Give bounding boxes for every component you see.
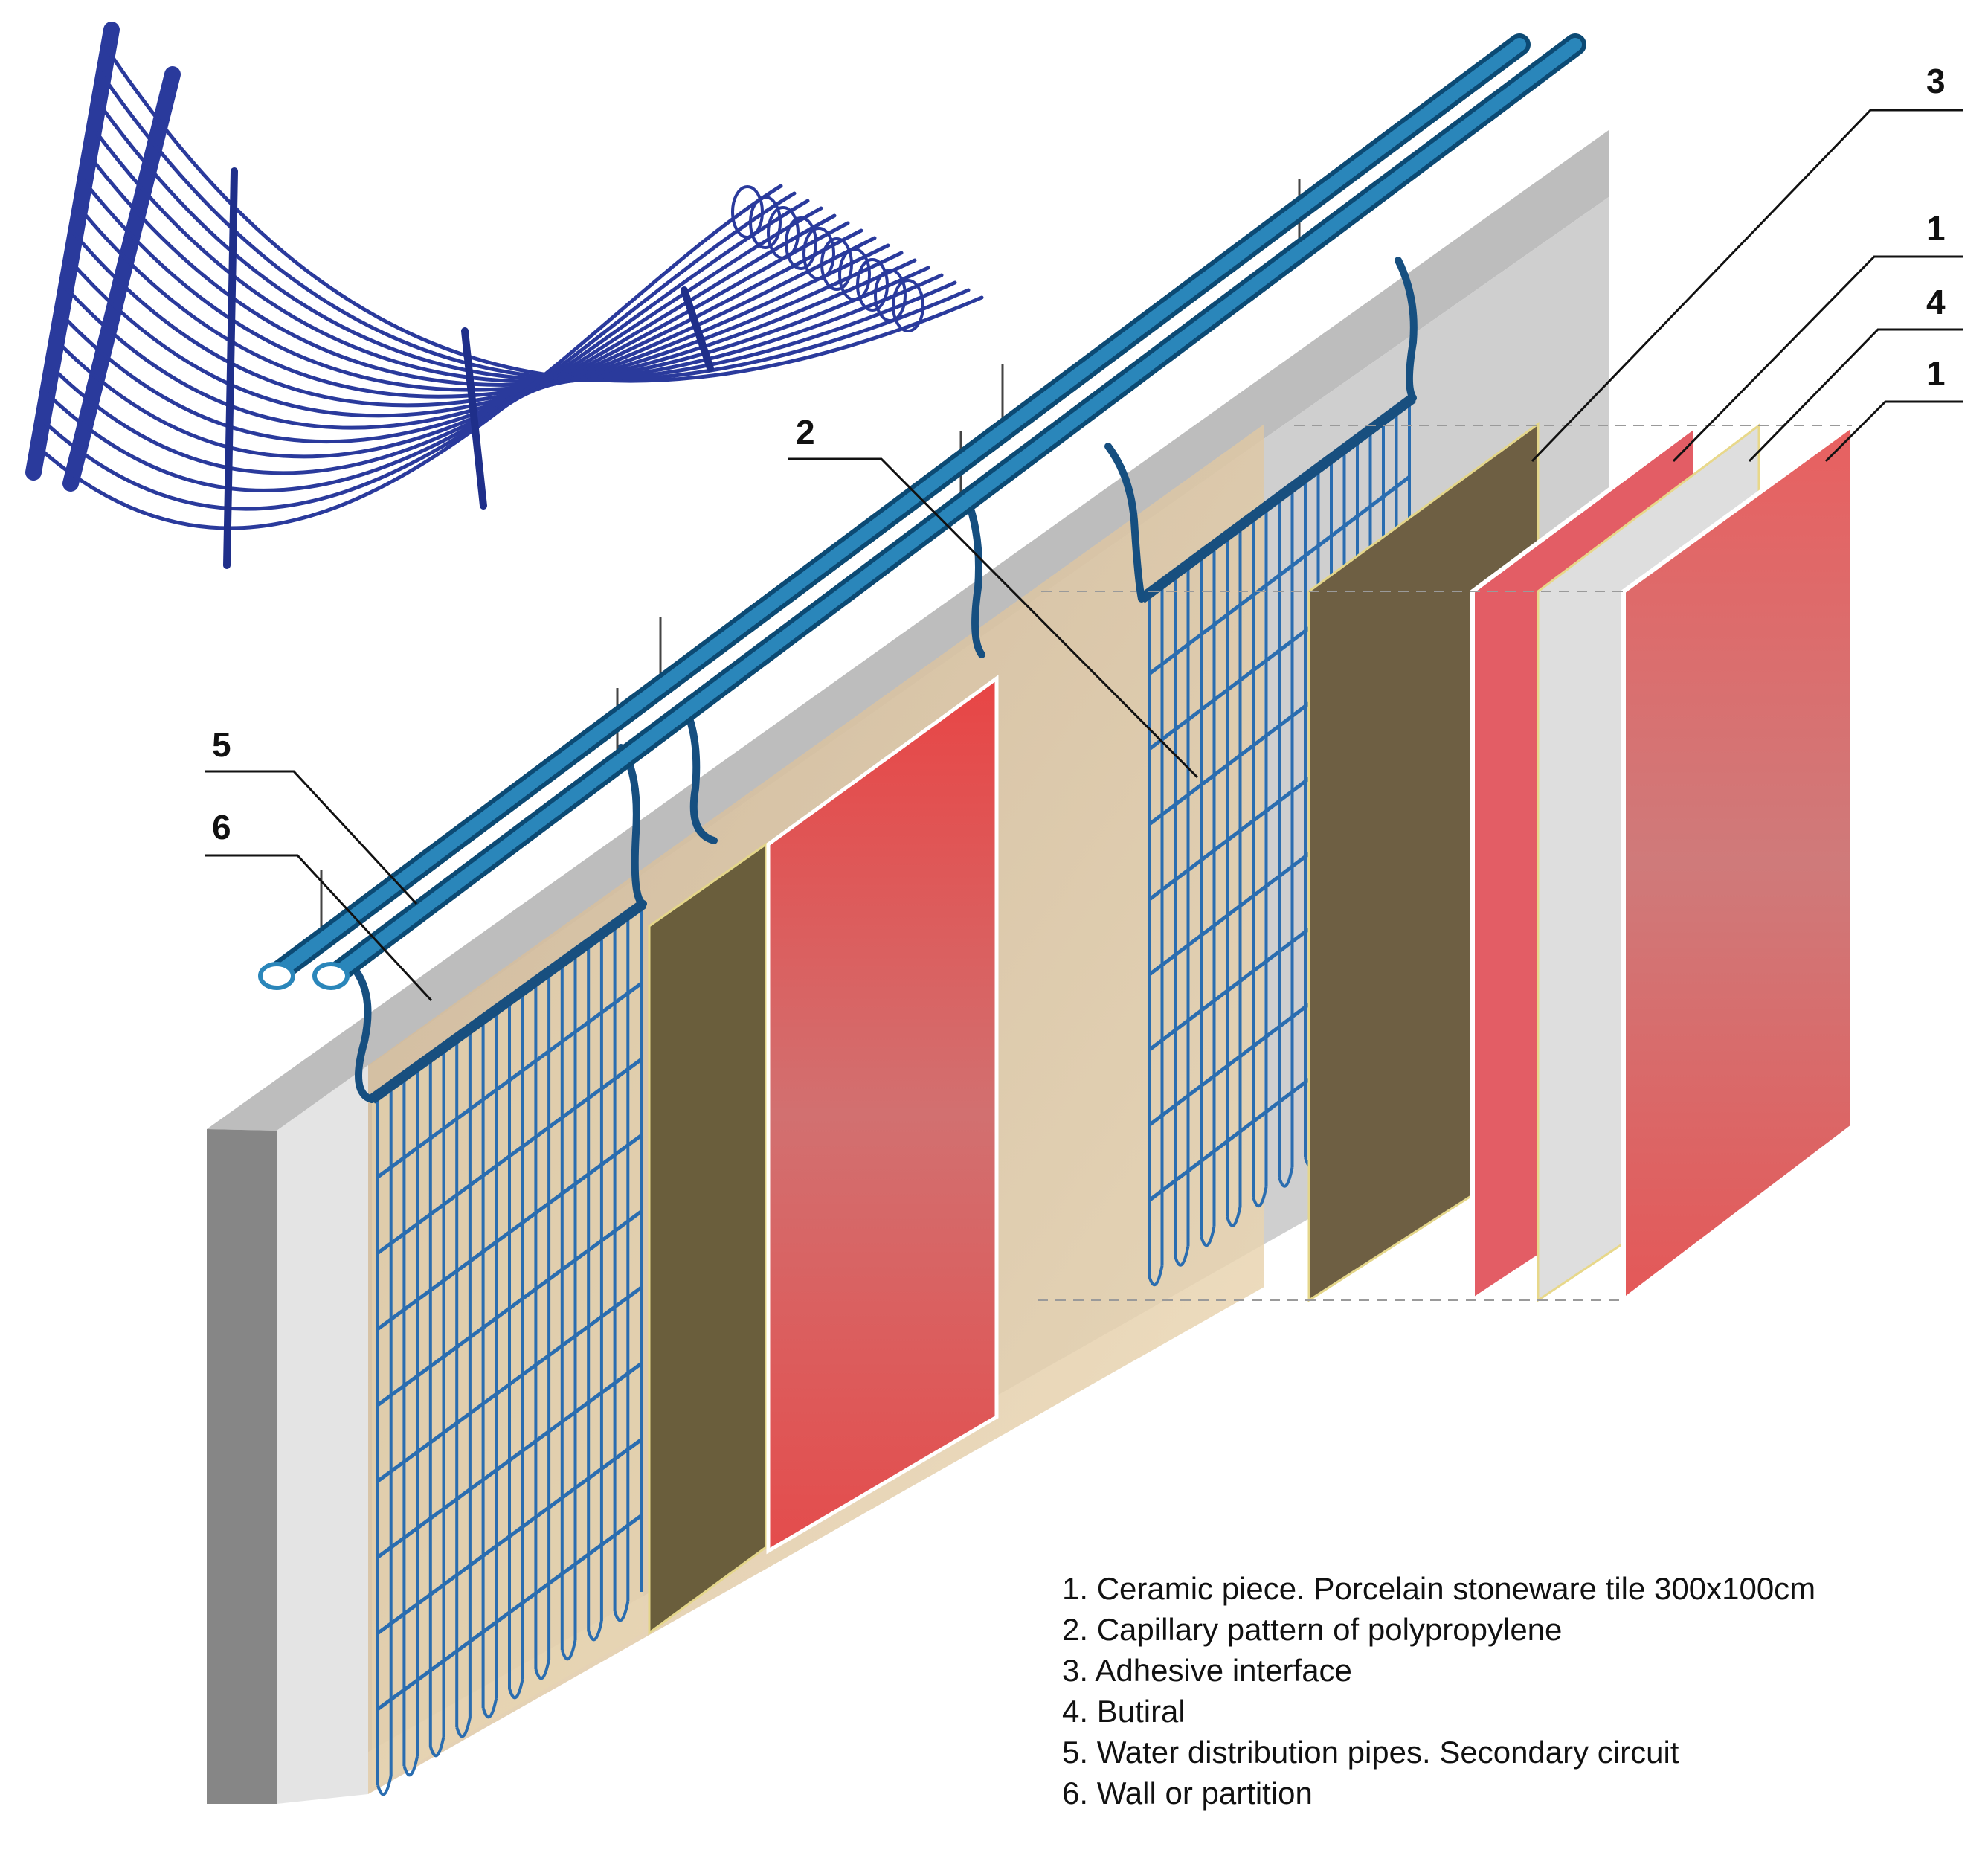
leader-3 (1531, 109, 1963, 463)
leader-5 (205, 770, 418, 905)
water-distribution-pipes (258, 33, 1586, 990)
detail-loop (874, 269, 907, 322)
callout-6: 6 (212, 808, 231, 846)
mesh-left-crossbar (376, 1362, 643, 1559)
legend-item-5: 5. Water distribution pipes. Secondary c… (1062, 1735, 1679, 1770)
mesh-right-loop (1174, 1245, 1190, 1267)
connector-loops (346, 257, 1418, 1103)
detail-loop (892, 279, 924, 332)
detail-capillary-tube (97, 69, 971, 382)
mesh-left-crossbar (376, 1209, 643, 1407)
ceramic-tile-front-right (1621, 421, 1854, 1305)
mesh-left-loop (534, 1659, 551, 1680)
mesh-left-crossbar (376, 1438, 643, 1635)
pipe-end-2 (312, 962, 350, 990)
callout-3: 3 (1926, 62, 1946, 100)
detail-loop (749, 196, 782, 249)
wall-front-edge (207, 1129, 277, 1804)
detail-capillary-tube (80, 176, 917, 392)
detail-capillary-tube (62, 228, 863, 430)
mesh-right-loop (1252, 1186, 1268, 1208)
mesh-left-loop (481, 1697, 498, 1719)
callout-1a: 1 (1926, 209, 1946, 248)
mesh-left-loop (613, 1601, 630, 1622)
mesh-left-loop (560, 1639, 577, 1661)
mesh-left-loop (402, 1755, 419, 1777)
detail-loop (820, 237, 853, 291)
detail-capillary-tube (44, 199, 810, 492)
mesh-left-header (368, 899, 647, 1104)
legend-item-4: 4. Butiral (1062, 1694, 1186, 1729)
detail-loop (767, 206, 800, 260)
mesh-left-loop (428, 1736, 445, 1758)
detail-loop (856, 258, 889, 312)
detail-loop (731, 185, 764, 239)
leader-1b (1824, 400, 1963, 463)
legend-item-3: 3. Adhesive interface (1062, 1653, 1352, 1688)
callout-5: 5 (212, 725, 231, 764)
detail-header-pipe-1 (25, 22, 120, 481)
capillary-mat-detail (25, 22, 984, 569)
detail-capillary-tube (57, 221, 850, 444)
mesh-left-crossbar (376, 1134, 643, 1331)
detail-loop (838, 248, 871, 301)
mesh-left-crossbar (376, 1514, 643, 1711)
mesh-right-loop (1278, 1166, 1294, 1188)
detail-capillary-tube (71, 230, 890, 408)
callout-numbers: 3 1 4 1 2 5 6 (212, 62, 1946, 846)
legend-item-2: 2. Capillary pattern of polypropylene (1062, 1612, 1563, 1647)
adhesive-layer-left (648, 842, 768, 1635)
legend-item-6: 6. Wall or partition (1062, 1776, 1313, 1811)
leader-2 (788, 457, 1199, 779)
mesh-left-crossbar (376, 1286, 643, 1483)
detail-capillary-tube (39, 191, 797, 511)
ceramic-tile-left (766, 675, 999, 1555)
leader-1a (1672, 255, 1963, 463)
capillary-mesh-left (368, 899, 647, 1796)
mesh-right-loop (1148, 1265, 1164, 1287)
legend: 1. Ceramic piece. Porcelain stoneware ti… (1062, 1568, 1955, 1813)
pipe-end-1 (258, 962, 295, 990)
mesh-right-loop (1226, 1206, 1242, 1227)
detail-capillary-tube (66, 236, 877, 418)
mesh-right-header (1138, 393, 1417, 603)
mesh-left-loop (508, 1678, 524, 1700)
mesh-left-loop (376, 1775, 393, 1796)
detail-crossbands (223, 167, 714, 569)
detail-capillary-tube (48, 206, 823, 475)
mesh-left-crossbar (376, 1058, 643, 1255)
detail-capillary-tube (53, 213, 837, 459)
mesh-left-loop (455, 1717, 472, 1738)
leader-6 (205, 854, 433, 1002)
callout-4: 4 (1926, 283, 1946, 321)
callout-leaders (205, 109, 1963, 1002)
detail-capillary-tube (84, 150, 930, 387)
detail-loop (785, 216, 817, 270)
mesh-right-crossbar (1148, 475, 1411, 676)
legend-item-1: 1. Ceramic piece. Porcelain stoneware ti… (1062, 1571, 1816, 1606)
callout-1b: 1 (1926, 354, 1946, 393)
mesh-right-loop (1200, 1226, 1216, 1247)
wall-top-face (207, 130, 1609, 1131)
detail-loop (802, 227, 835, 280)
callout-2: 2 (796, 413, 815, 452)
detail-capillary-tube (89, 123, 944, 384)
leader-4 (1748, 328, 1963, 463)
mesh-left-loop (587, 1620, 603, 1642)
detail-capillary-tube (35, 184, 783, 530)
mesh-left-crossbar (376, 982, 643, 1179)
detail-capillary-tube (75, 203, 904, 399)
detail-header-pipe-2 (62, 66, 181, 492)
wall-side-light (277, 1065, 368, 1804)
detail-capillary-tube (93, 96, 957, 382)
